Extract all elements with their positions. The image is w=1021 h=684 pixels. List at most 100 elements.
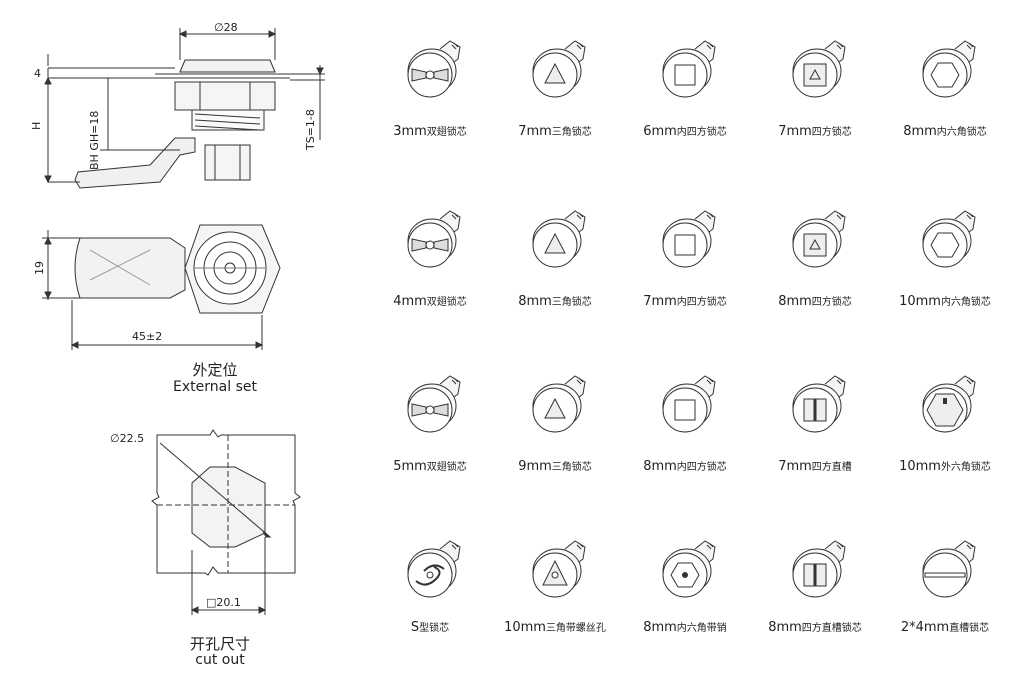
core-drawing	[922, 540, 976, 598]
double-wing-icon	[411, 403, 449, 417]
core-size: 7mm	[778, 124, 812, 139]
hex-pin-icon	[670, 562, 700, 588]
square-icon	[803, 233, 827, 257]
core-type: 三角锁芯	[551, 127, 592, 138]
core-drawing	[792, 210, 846, 268]
core-caption: 10mm外六角锁芯	[855, 458, 1021, 474]
core-caption: S型锁芯	[340, 619, 520, 635]
core-type: 四方锁芯	[811, 297, 852, 308]
core-type: 三角锁芯	[551, 462, 592, 473]
core-size: 2*4mm	[900, 620, 950, 635]
square-slot-icon	[803, 398, 827, 422]
core-drawing	[922, 375, 976, 433]
dim-19: 19	[33, 261, 46, 275]
dim-H: H	[30, 122, 43, 130]
inner-square-icon	[674, 399, 696, 421]
inner-square-icon	[674, 234, 696, 256]
core-caption: 7mm四方锁芯	[725, 123, 905, 139]
core-caption: 7mm四方直槽	[725, 458, 905, 474]
double-wing-icon	[411, 68, 449, 82]
core-size: 5mm	[393, 459, 427, 474]
core-drawing	[662, 375, 716, 433]
cutout-cn: 开孔尺寸	[189, 635, 250, 653]
core-size: 7mm	[643, 294, 677, 309]
core-size: S	[410, 620, 420, 635]
dim-d28: ∅28	[214, 21, 238, 34]
core-caption: 8mm内四方锁芯	[595, 458, 775, 474]
dim-d225: ∅22.5	[110, 432, 144, 445]
double-wing-icon	[411, 238, 449, 252]
core-drawing	[407, 40, 461, 98]
core-size: 7mm	[778, 459, 812, 474]
core-caption: 8mm三角锁芯	[465, 293, 645, 309]
core-caption: 3mm双翅锁芯	[340, 123, 520, 139]
core-drawing	[922, 210, 976, 268]
core-type: 三角锁芯	[551, 297, 592, 308]
triangle-screw-icon	[542, 559, 568, 586]
core-drawing	[922, 40, 976, 98]
core-type: 内六角带销	[676, 623, 727, 634]
core-caption: 6mm内四方锁芯	[595, 123, 775, 139]
core-size: 10mm	[899, 294, 941, 309]
core-type: 双翅锁芯	[426, 462, 467, 473]
core-drawing	[532, 540, 586, 598]
core-size: 8mm	[903, 124, 937, 139]
core-drawing	[407, 375, 461, 433]
core-drawing	[532, 375, 586, 433]
core-type: 直槽锁芯	[949, 623, 990, 634]
core-caption: 10mm三角带螺丝孔	[465, 619, 645, 635]
core-type: 型锁芯	[419, 623, 450, 634]
core-type: 四方直槽	[811, 462, 852, 473]
core-size: 8mm	[778, 294, 812, 309]
core-caption: 8mm内六角锁芯	[855, 123, 1021, 139]
inner-square-icon	[674, 64, 696, 86]
dim-45: 45±2	[132, 330, 162, 343]
dim-gh: BH GH=18	[88, 111, 101, 170]
core-drawing	[407, 540, 461, 598]
core-type: 三角带螺丝孔	[545, 623, 606, 634]
core-drawing	[662, 210, 716, 268]
core-caption: 7mm内四方锁芯	[595, 293, 775, 309]
core-drawing	[532, 210, 586, 268]
dim-4: 4	[34, 67, 41, 80]
cutout-en: cut out	[195, 652, 245, 668]
core-size: 8mm	[518, 294, 552, 309]
core-caption: 10mm内六角锁芯	[855, 293, 1021, 309]
inner-hex-icon	[930, 62, 960, 88]
outer-hex-icon	[926, 393, 964, 427]
core-caption: 7mm三角锁芯	[465, 123, 645, 139]
s-type-icon	[415, 564, 445, 586]
core-size: 3mm	[393, 124, 427, 139]
core-type: 内六角锁芯	[940, 297, 991, 308]
core-size: 10mm	[504, 620, 546, 635]
core-drawing	[532, 40, 586, 98]
core-type: 内四方锁芯	[676, 297, 727, 308]
dim-201: □20.1	[206, 596, 241, 609]
core-size: 4mm	[393, 294, 427, 309]
core-type: 内四方锁芯	[676, 127, 727, 138]
triangle-icon	[544, 232, 566, 254]
core-type: 双翅锁芯	[426, 127, 467, 138]
inner-hex-icon	[930, 232, 960, 258]
core-size: 8mm	[643, 459, 677, 474]
core-size: 8mm	[768, 620, 802, 635]
top-view-drawing: 19 45±2	[33, 224, 281, 350]
triangle-icon	[544, 62, 566, 84]
core-drawing	[407, 210, 461, 268]
external-set-cn: 外定位	[192, 361, 238, 379]
core-type: 四方锁芯	[811, 127, 852, 138]
core-caption: 8mm内六角带销	[595, 619, 775, 635]
core-drawing	[792, 40, 846, 98]
core-caption: 8mm四方直槽锁芯	[725, 619, 905, 635]
square-icon	[803, 63, 827, 87]
core-caption: 2*4mm直槽锁芯	[855, 619, 1021, 635]
core-size: 6mm	[643, 124, 677, 139]
core-size: 10mm	[899, 459, 941, 474]
core-type: 内四方锁芯	[676, 462, 727, 473]
cutout-drawing: ∅22.5 □20.1	[110, 429, 301, 615]
core-drawing	[662, 540, 716, 598]
side-view-drawing: ∅28 4 H BH GH=18 TS=1-8	[30, 21, 325, 189]
core-type: 四方直槽锁芯	[801, 623, 862, 634]
square-slot-icon	[803, 563, 827, 587]
core-size: 9mm	[518, 459, 552, 474]
